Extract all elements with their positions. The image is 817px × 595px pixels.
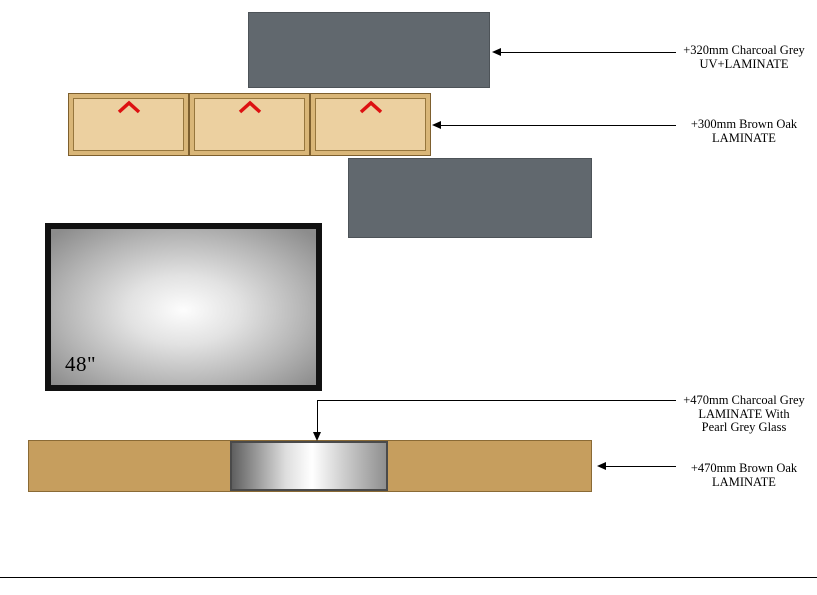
leader-arrowhead-icon [597,462,606,470]
flap-open-chevron-icon [359,100,382,114]
annotation-cabinet-row: +300mm Brown Oak LAMINATE [672,117,816,145]
cabinet [68,93,189,156]
bottom-rule [0,577,817,578]
annotation-line: +470mm Charcoal Grey [683,393,805,407]
annotation-line: +470mm Brown Oak [690,461,798,475]
top-charcoal-panel [248,12,490,88]
leader-line [606,466,676,467]
leader-arrowhead-icon [432,121,441,129]
leader-arrowhead-icon [492,48,501,56]
cabinet-door-panel [194,98,305,151]
cabinet [189,93,310,156]
annotation-line: LAMINATE With [698,406,790,421]
annotation-line: +300mm Brown Oak [690,117,798,131]
cabinet-door-panel [73,98,184,151]
annotation-line: Pearl Grey Glass [701,420,787,434]
leader-line [501,52,676,53]
annotation-line: UV+LAMINATE [699,56,789,71]
mid-charcoal-panel [348,158,592,238]
annotation-line: LAMINATE [712,474,776,489]
tv-screen: 48" [45,223,322,391]
annotation-top-panel: +320mm Charcoal Grey UV+LAMINATE [672,43,816,71]
leader-arrowhead-icon [313,432,321,441]
annotation-bottom-shelf: +470mm Brown Oak LAMINATE [672,461,816,489]
annotation-line: +320mm Charcoal Grey [683,43,805,57]
glass-panel [230,441,388,491]
flap-open-chevron-icon [238,100,261,114]
annotation-glass-panel: +470mm Charcoal Grey LAMINATE With Pearl… [672,393,816,435]
flap-open-chevron-icon [117,100,140,114]
cabinet [310,93,431,156]
cabinet-door-panel [315,98,426,151]
tv-size-label: 48" [65,352,97,376]
annotation-line: LAMINATE [712,130,776,145]
leader-line [441,125,676,126]
leader-line [317,400,676,401]
leader-line [317,400,318,432]
